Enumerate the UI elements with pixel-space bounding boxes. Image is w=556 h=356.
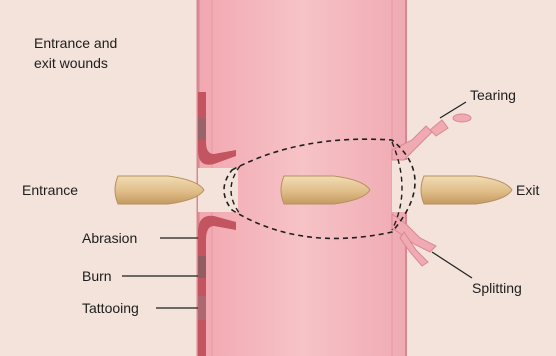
diagram-title-line1: Entrance and	[34, 35, 117, 51]
diagram-title-line2: exit wounds	[34, 55, 108, 71]
burn-label: Burn	[82, 268, 112, 284]
tattooing-zone	[198, 296, 206, 320]
tattooing-label: Tattooing	[82, 300, 139, 316]
tearing-label: Tearing	[470, 87, 516, 103]
abrasion-label: Abrasion	[82, 230, 137, 246]
burn-zone	[198, 256, 206, 278]
splitting-label: Splitting	[472, 280, 522, 296]
exit-label: Exit	[516, 182, 539, 198]
abrasion-zone	[198, 118, 206, 140]
entrance-label: Entrance	[22, 182, 78, 198]
